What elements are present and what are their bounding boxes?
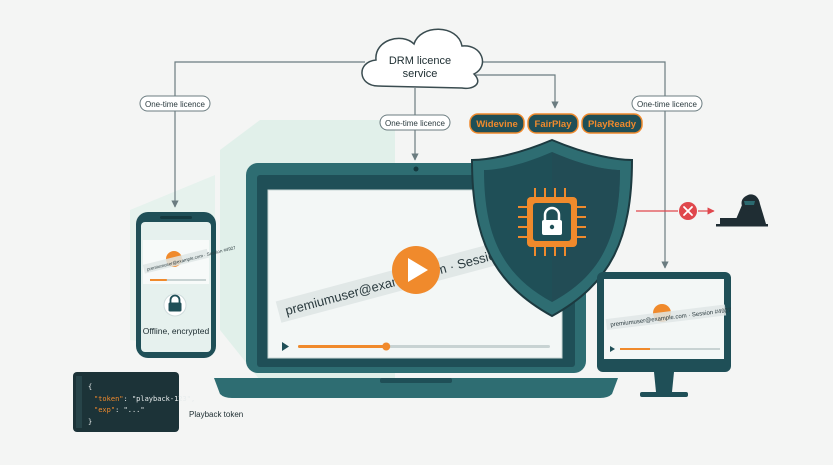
laptop-camera bbox=[413, 166, 419, 172]
chip-icon bbox=[518, 188, 586, 256]
connector-lines bbox=[171, 61, 669, 269]
drm-pill-playready-label: PlayReady bbox=[588, 119, 637, 130]
token-line-3: "exp": "..." bbox=[94, 406, 145, 414]
laptop-progress-handle bbox=[382, 342, 391, 351]
hacker-icon bbox=[716, 194, 768, 227]
token-line-4: } bbox=[88, 418, 92, 426]
token-caption: Playback token bbox=[189, 410, 243, 419]
token-line-2-value: "playback-123", bbox=[132, 395, 195, 403]
token-line-3-sep: : bbox=[115, 406, 123, 414]
shield-icon bbox=[470, 138, 634, 318]
line-to-monitor bbox=[460, 61, 669, 269]
drm-pill-widevine: Widevine bbox=[469, 113, 525, 134]
token-line-3-value: "..." bbox=[124, 406, 145, 414]
drm-pill-fairplay-label: FairPlay bbox=[535, 119, 573, 130]
shield-lock-icon bbox=[542, 206, 562, 235]
blocked-access bbox=[636, 202, 715, 220]
cloud-title-line2: service bbox=[403, 68, 438, 80]
phone-status-text: Offline, encrypted bbox=[143, 326, 210, 336]
monitor-device: premiumuser@example.com · Session #4927 bbox=[597, 272, 732, 397]
line-to-phone bbox=[171, 61, 365, 208]
flow-label-right-text: One-time licence bbox=[637, 100, 698, 109]
drm-pill-widevine-label: Widevine bbox=[476, 119, 518, 130]
token-line-2-sep: : bbox=[124, 395, 132, 403]
monitor-progress-track bbox=[620, 348, 720, 350]
laptop-play-button-icon bbox=[282, 342, 289, 351]
line-to-drm-systems bbox=[445, 74, 559, 109]
flow-label-right: One-time licence bbox=[631, 95, 703, 112]
drm-pill-fairplay: FairPlay bbox=[527, 113, 579, 134]
flow-label-center-text: One-time licence bbox=[385, 119, 446, 128]
token-line-2: "token": "playback-123", bbox=[94, 395, 195, 403]
token-line-3-key: "exp" bbox=[94, 406, 115, 414]
lock-icon bbox=[168, 294, 182, 312]
token-card: { "token": "playback-123", "exp": "..." … bbox=[73, 372, 195, 432]
phone-progress-track bbox=[150, 279, 206, 281]
token-line-2-key: "token" bbox=[94, 395, 124, 403]
phone-progress-fill bbox=[150, 279, 167, 281]
cloud-title-line1: DRM licence bbox=[389, 55, 451, 67]
flow-label-center: One-time licence bbox=[379, 114, 451, 131]
drm-pill-playready: PlayReady bbox=[581, 113, 643, 134]
token-line-1: { bbox=[88, 383, 92, 391]
laptop-progress-fill bbox=[298, 345, 387, 348]
flow-label-left-text: One-time licence bbox=[145, 100, 206, 109]
flow-label-left: One-time licence bbox=[139, 95, 211, 112]
monitor-progress-fill bbox=[620, 348, 650, 350]
monitor-play-button-icon bbox=[610, 346, 615, 352]
drm-licence-cloud: DRM licence service bbox=[361, 28, 484, 90]
